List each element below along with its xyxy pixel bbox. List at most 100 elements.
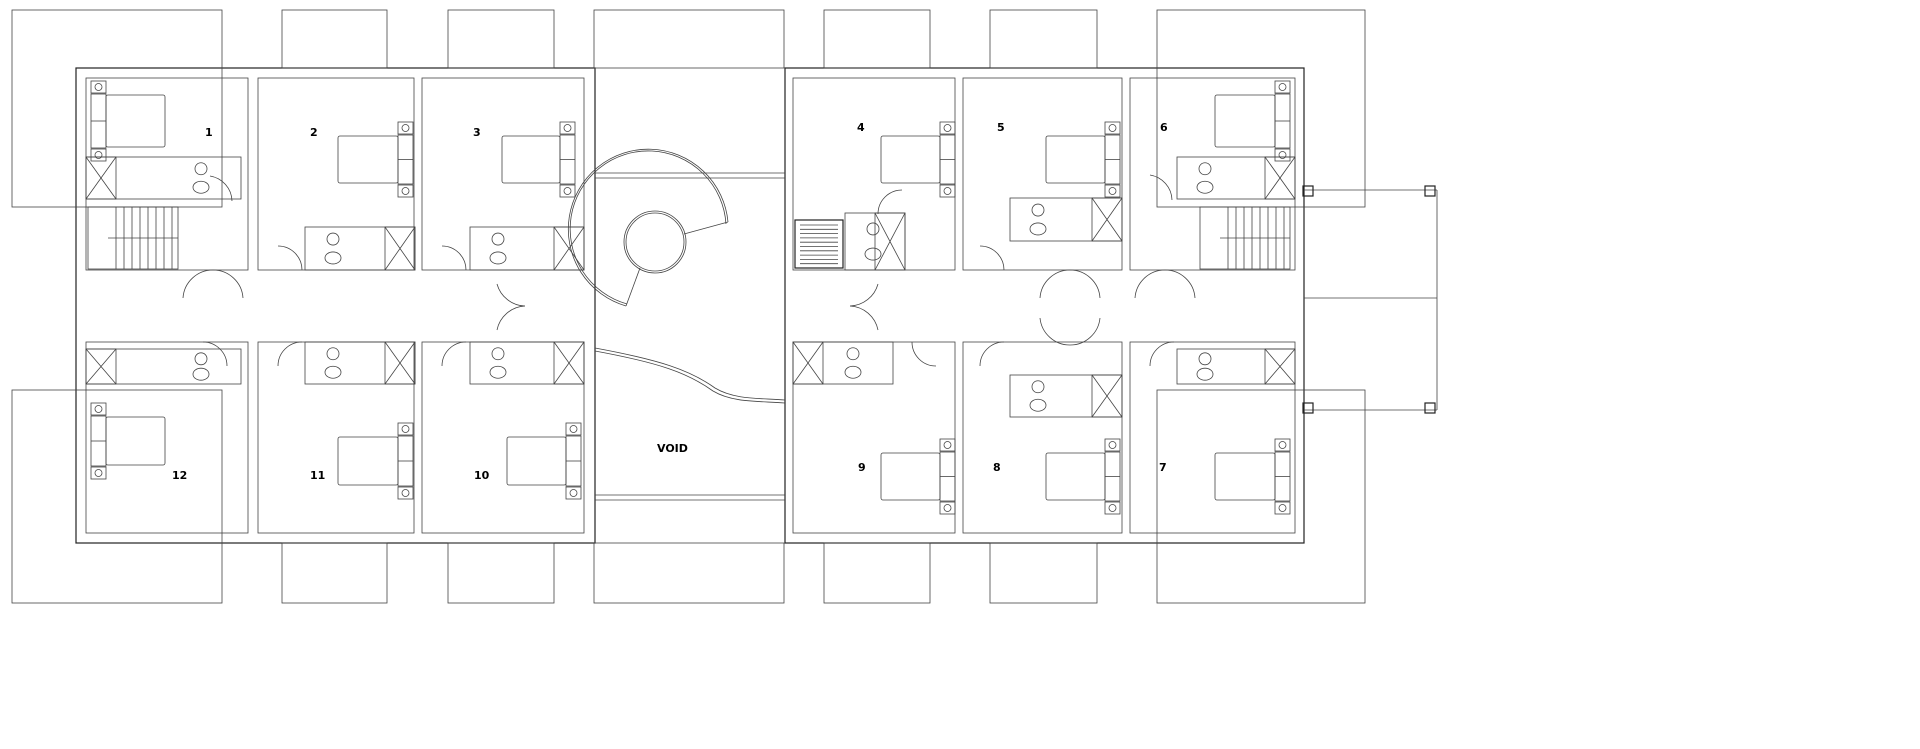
bathroom: [304, 341, 416, 385]
door-swing: [1039, 269, 1071, 299]
lamp-icon: [569, 489, 578, 497]
shower-cross: [1264, 348, 1296, 385]
toilet-icon: [192, 180, 210, 194]
door-swing: [212, 269, 244, 299]
shower: [1264, 156, 1296, 200]
nightstand: [397, 486, 414, 500]
lamp-icon: [401, 489, 410, 497]
bed: [880, 452, 941, 501]
nightstand: [1104, 438, 1121, 452]
door-swing: [1039, 317, 1071, 346]
nightstand: [1104, 501, 1121, 515]
bathroom: [304, 226, 416, 271]
bathroom: [1176, 156, 1296, 200]
nightstand: [397, 422, 414, 436]
lamp-icon: [1108, 187, 1117, 195]
door-swing: [277, 341, 303, 367]
door-swing: [209, 175, 233, 202]
lamp-icon: [1108, 124, 1117, 132]
shower: [85, 156, 117, 200]
doors: [182, 174, 1196, 367]
toilet-icon: [324, 365, 342, 379]
shower: [1264, 348, 1296, 385]
lamp-icon: [1108, 504, 1117, 512]
toilet-icon: [864, 247, 882, 261]
shower-cross: [553, 341, 585, 385]
toilet-icon: [1196, 367, 1214, 381]
bathroom: [469, 341, 585, 385]
room-label-11: 11: [310, 469, 325, 482]
room-label-12: 12: [172, 469, 187, 482]
door-swing: [496, 283, 526, 307]
nightstand: [939, 184, 956, 198]
door-swing: [1069, 269, 1101, 299]
room-label-10: 10: [474, 469, 490, 482]
nightstand: [565, 422, 582, 436]
lamp-icon: [943, 187, 952, 195]
nightstand: [1274, 148, 1291, 162]
lamp-icon: [943, 504, 952, 512]
lamp-icon: [943, 124, 952, 132]
nightstand: [939, 121, 956, 135]
shower: [85, 348, 117, 385]
bathroom: [1009, 374, 1123, 418]
bathroom: [469, 226, 585, 271]
bed: [337, 135, 399, 184]
door-swing: [979, 341, 1005, 367]
lamp-icon: [1278, 83, 1287, 91]
door-swing: [441, 341, 467, 367]
room-label-7: 7: [1159, 461, 1167, 474]
room-label-6: 6: [1160, 121, 1168, 134]
balconies: [11, 9, 1366, 604]
door-swing: [849, 305, 879, 331]
lamp-icon: [401, 425, 410, 433]
shower: [874, 212, 906, 271]
bathroom: [85, 348, 242, 385]
bed: [337, 436, 399, 486]
bed: [880, 135, 941, 184]
sink-icon: [326, 232, 340, 246]
shower-cross: [85, 156, 117, 200]
room-label-4: 4: [857, 121, 865, 134]
furniture: [85, 80, 1296, 515]
shower-cross: [384, 341, 416, 385]
sink-icon: [1198, 352, 1212, 366]
shower-cross: [792, 341, 824, 385]
room-label-1: 1: [205, 126, 213, 139]
stairs: [87, 206, 1291, 270]
shower: [553, 226, 585, 271]
room-label-9: 9: [858, 461, 866, 474]
shower: [384, 226, 416, 271]
toilet-icon: [192, 367, 210, 381]
toilet-icon: [1029, 222, 1047, 236]
lamp-icon: [401, 187, 410, 195]
door-swing: [849, 283, 879, 307]
nightstand: [939, 501, 956, 515]
toilet-icon: [489, 251, 507, 265]
sink-icon: [194, 162, 208, 176]
room-label-8: 8: [993, 461, 1001, 474]
door-swing: [182, 269, 214, 299]
shower: [553, 341, 585, 385]
toilet-icon: [1196, 180, 1214, 194]
nightstand: [1274, 438, 1291, 452]
door-swing: [441, 245, 467, 271]
shower: [1091, 374, 1123, 418]
lamp-icon: [1278, 441, 1287, 449]
room-label-3: 3: [473, 126, 481, 139]
void-edge: [594, 347, 786, 404]
door-swing: [1134, 269, 1166, 299]
nightstand: [1104, 121, 1121, 135]
lamp-icon: [569, 425, 578, 433]
nightstand: [397, 121, 414, 135]
shower-cross: [1091, 374, 1123, 418]
lamp-icon: [94, 151, 103, 159]
lamp-icon: [401, 124, 410, 132]
bed: [1214, 94, 1276, 148]
lamp-icon: [1108, 441, 1117, 449]
nightstand: [90, 80, 107, 94]
lamp-icon: [94, 469, 103, 477]
bed: [506, 436, 567, 486]
sink-icon: [846, 347, 860, 361]
nightstand: [1104, 184, 1121, 198]
